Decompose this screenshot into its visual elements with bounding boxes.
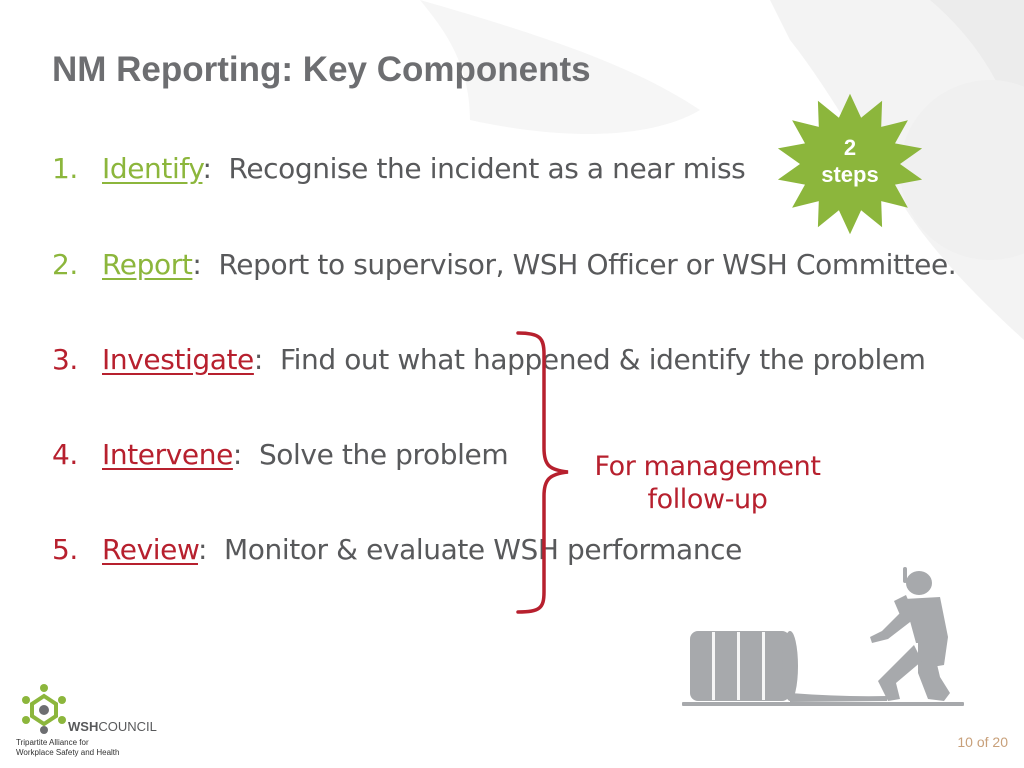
item-separator: : <box>232 438 242 471</box>
logo-tagline: Tripartite Alliance for Workplace Safety… <box>16 738 156 758</box>
worker-with-barrel-icon <box>682 567 964 706</box>
starburst-shape <box>777 93 923 235</box>
item-number: 1. <box>52 152 78 185</box>
list-item-review: 5. Review: Monitor & evaluate WSH perform… <box>52 533 742 566</box>
item-keyword: Investigate <box>102 343 254 376</box>
wsh-council-logo: WSHCOUNCIL Tripartite Alliance for Workp… <box>16 680 196 762</box>
item-keyword: Identify <box>102 152 203 185</box>
starburst-label: 2 steps <box>770 134 930 188</box>
page-title: NM Reporting: Key Components <box>52 50 591 89</box>
starburst-word: steps <box>821 162 879 187</box>
item-separator: : <box>197 533 208 566</box>
item-text: Monitor & evaluate WSH performance <box>207 533 742 566</box>
item-keyword: Report <box>102 248 193 281</box>
item-separator: : <box>202 152 212 185</box>
item-keyword: Intervene <box>102 438 233 471</box>
right-curly-brace <box>516 331 569 614</box>
logo-brand-rest: COUNCIL <box>98 719 157 734</box>
item-keyword: Review <box>102 533 198 566</box>
item-number: 3. <box>52 343 78 376</box>
item-text: Recognise the incident as a near miss <box>211 152 746 185</box>
item-number: 2. <box>52 248 78 281</box>
item-text: Solve the problem <box>241 438 509 471</box>
followup-note: For management follow-up <box>580 450 835 516</box>
item-text: Find out what happened & identify the pr… <box>262 343 926 376</box>
item-separator: : <box>192 248 202 281</box>
followup-line-1: For management <box>594 451 821 482</box>
item-number: 4. <box>52 438 78 471</box>
starburst-number: 2 <box>843 135 857 160</box>
wsh-council-logo-icon <box>22 684 66 734</box>
list-item-identify: 1. Identify: Recognise the incident as a … <box>52 152 746 185</box>
logo-brand-bold: WSH <box>68 719 99 734</box>
item-separator: : <box>253 343 263 376</box>
list-item-intervene: 4. Intervene: Solve the problem <box>52 438 509 471</box>
logo-wordmark: WSHCOUNCIL <box>68 719 157 734</box>
page-number: 10 of 20 <box>957 734 1008 750</box>
item-text: Report to supervisor, WSH Officer or WSH… <box>201 248 957 281</box>
followup-line-2: follow-up <box>647 484 768 515</box>
list-item-investigate: 3. Investigate: Find out what happened & … <box>52 343 926 376</box>
logo-tagline-line-1: Tripartite Alliance for <box>16 738 89 747</box>
logo-tagline-line-2: Workplace Safety and Health <box>16 748 120 757</box>
list-item-report: 2. Report: Report to supervisor, WSH Offi… <box>52 248 957 281</box>
item-number: 5. <box>52 533 78 566</box>
